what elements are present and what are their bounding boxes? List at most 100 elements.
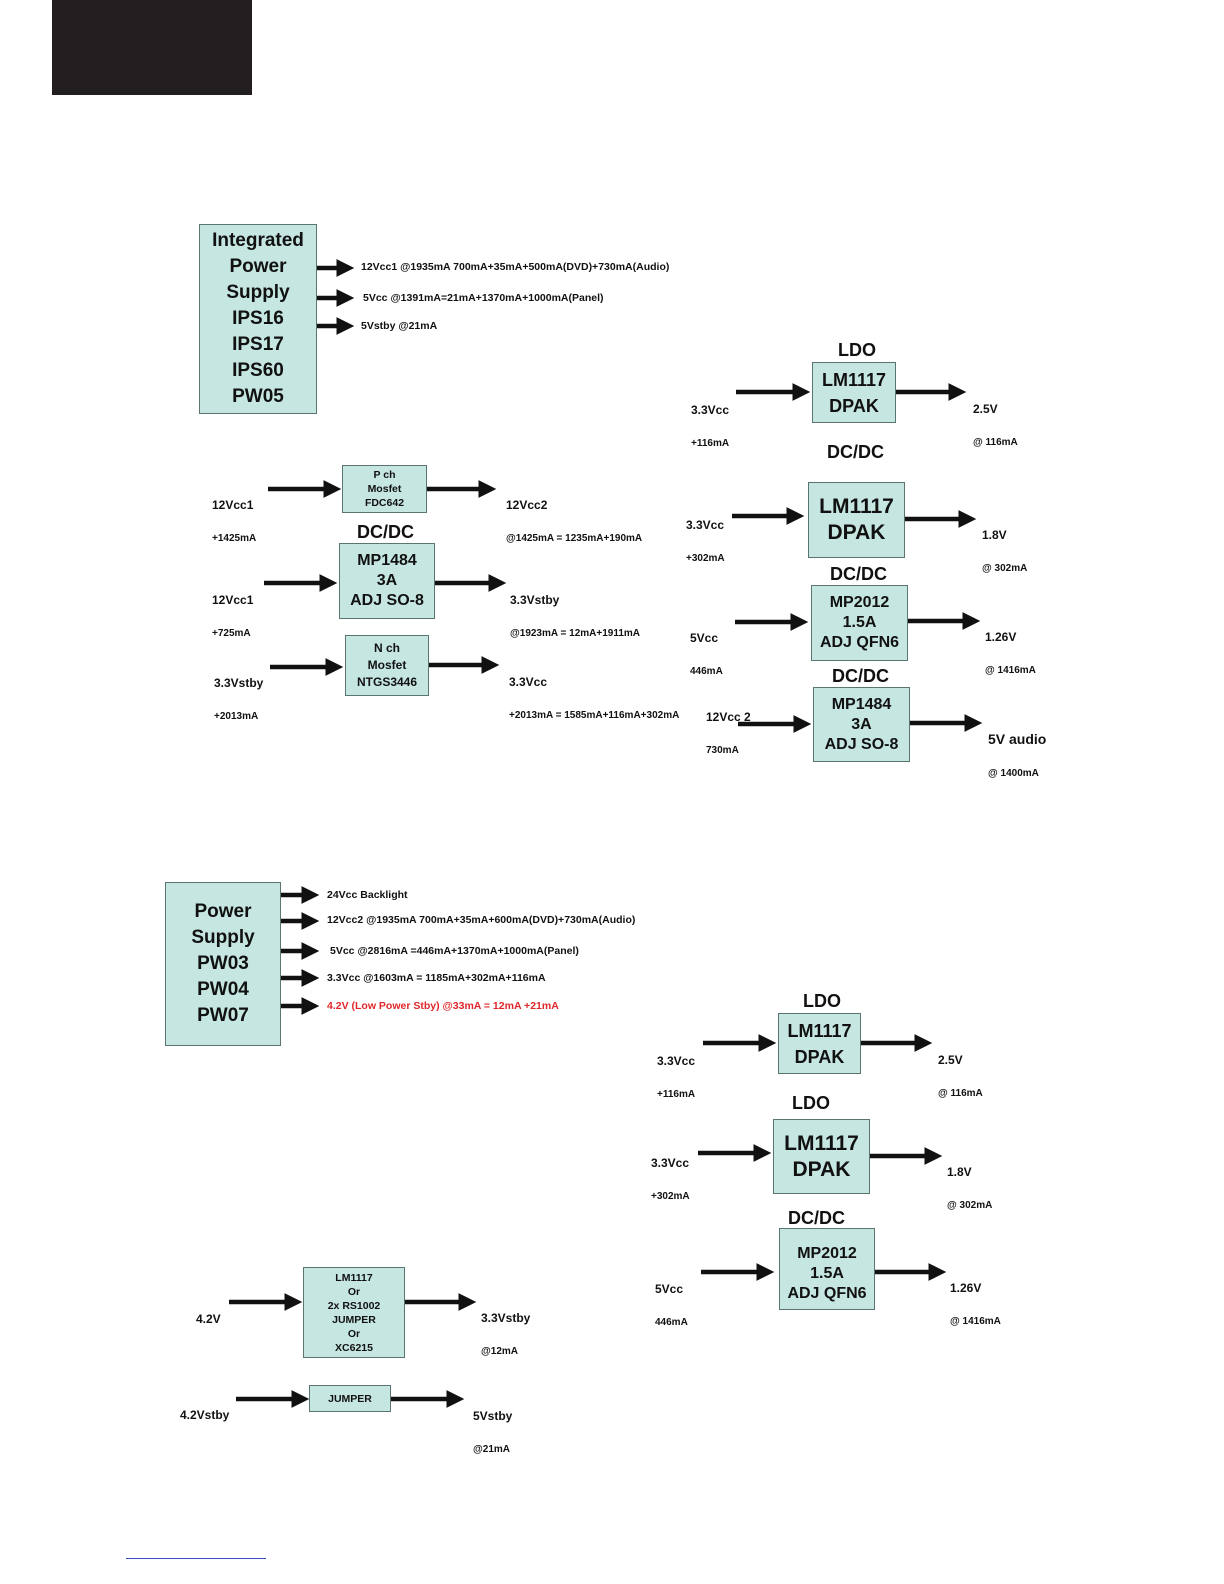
pch-input-current: +1425mA — [212, 533, 257, 544]
ldo-b-input-name: 3.3Vcc — [651, 1156, 690, 1170]
ips-output-3: 5Vstby @21mA — [361, 320, 438, 332]
corner-block — [52, 0, 252, 95]
ps-output-3: 5Vcc @2816mA =446mA+1370mA+1000mA(Panel) — [330, 945, 579, 957]
nch-input-current: +2013mA — [214, 711, 259, 722]
ldo-input-name: 3.3Vcc — [691, 403, 730, 417]
dcdc-input-name: 5Vcc — [655, 1282, 684, 1296]
reg-box: LM1117 Or 2x RS1002 JUMPER Or XC6215 — [303, 1267, 405, 1358]
ps-output-4: 3.3Vcc @1603mA = 1185mA+302mA+116mA — [327, 972, 546, 984]
dcdc-d-input-label: 12Vcc 2 730mA — [706, 693, 751, 759]
ldo-input-label: 3.3Vcc +116mA — [691, 386, 729, 452]
dcdc-d-box: MP1484 3A ADJ SO-8 — [813, 687, 910, 762]
dcdc-a-caption: DC/DC — [357, 522, 414, 542]
pch-input-label: 12Vcc1 +1425mA — [212, 481, 256, 547]
dcdc-d-caption: DC/DC — [832, 666, 889, 686]
ldo-b-output-current: @ 302mA — [947, 1200, 993, 1211]
ldo-b-input-label: 3.3Vcc +302mA — [651, 1139, 690, 1205]
dcdc-output-current: @ 1416mA — [950, 1316, 1001, 1327]
dcdc-a-box: MP1484 3A ADJ SO-8 — [339, 543, 435, 619]
nch-input-label: 3.3Vstby +2013mA — [214, 659, 263, 725]
reg-output-current: @12mA — [481, 1346, 518, 1357]
dcdc-d-output-current: @ 1400mA — [988, 768, 1039, 779]
ps-output-5: 4.2V (Low Power Stby) @33mA = 12mA +21mA — [327, 1000, 559, 1012]
ldo-b-input-current: +302mA — [651, 1191, 690, 1202]
ldo-a-output-label: 2.5V @ 116mA — [938, 1036, 983, 1102]
dcdc-c-output-name: 1.26V — [985, 630, 1017, 644]
dcdc-a-input-label: 12Vcc1 +725mA — [212, 576, 253, 642]
reg-input-label: 4.2V — [196, 1295, 221, 1327]
dcdc-d-output-name: 5V audio — [988, 731, 1047, 747]
dcdc-d-input-current: 730mA — [706, 745, 739, 756]
jumper-input-name: 4.2Vstby — [180, 1408, 230, 1422]
pch-mosfet-box: P ch Mosfet FDC642 — [342, 465, 427, 513]
dcdc-c-box: MP2012 1.5A ADJ QFN6 — [811, 585, 908, 661]
ldo-a-box: LM1117 DPAK — [778, 1013, 861, 1074]
dcdc-a-input-current: +725mA — [212, 628, 251, 639]
ldo-caption: LDO — [838, 340, 876, 360]
ldo-b-caption: LDO — [792, 1093, 830, 1113]
pch-output-name: 12Vcc2 — [506, 498, 548, 512]
nch-output-current: +2013mA = 1585mA+116mA+302mA — [509, 710, 680, 721]
dcdc-input-current: 446mA — [655, 1317, 688, 1328]
jumper-output-current: @21mA — [473, 1444, 510, 1455]
reg-output-label: 3.3Vstby @12mA — [481, 1294, 530, 1360]
dcdc-output-label: 1.26V @ 1416mA — [950, 1264, 1001, 1330]
footer-rule — [126, 1558, 266, 1559]
dcdc-box: MP2012 1.5A ADJ QFN6 — [779, 1228, 875, 1310]
ldo-b-box: LM1117 DPAK — [773, 1119, 870, 1194]
ps-output-2: 12Vcc2 @1935mA 700mA+35mA+600mA(DVD)+730… — [327, 914, 636, 926]
jumper-input-label: 4.2Vstby — [180, 1391, 229, 1423]
ps-box: Power Supply PW03 PW04 PW07 — [165, 882, 281, 1046]
pch-input-name: 12Vcc1 — [212, 498, 254, 512]
ldo-a-output-name: 2.5V — [938, 1053, 963, 1067]
dcdc-a-output-label: 3.3Vstby @1923mA = 12mA+1911mA — [510, 576, 640, 642]
jumper-output-name: 5Vstby — [473, 1409, 513, 1423]
dcdc-b-caption: DC/DC — [827, 442, 884, 462]
nch-output-name: 3.3Vcc — [509, 675, 548, 689]
dcdc-d-output-label: 5V audio @ 1400mA — [988, 715, 1046, 782]
jumper-output-label: 5Vstby @21mA — [473, 1392, 512, 1458]
dcdc-a-output-current: @1923mA = 12mA+1911mA — [510, 628, 641, 639]
ldo-output-name: 2.5V — [973, 402, 998, 416]
dcdc-a-input-name: 12Vcc1 — [212, 593, 254, 607]
pch-output-label: 12Vcc2 @1425mA = 1235mA+190mA — [506, 481, 642, 547]
ips-output-1: 12Vcc1 @1935mA 700mA+35mA+500mA(DVD)+730… — [361, 261, 670, 273]
ps-output-1: 24Vcc Backlight — [327, 889, 408, 901]
dcdc-input-label: 5Vcc 446mA — [655, 1265, 688, 1331]
dcdc-b-output-current: @ 302mA — [982, 563, 1028, 574]
ldo-a-caption: LDO — [803, 991, 841, 1011]
dcdc-b-box: LM1117 DPAK — [808, 482, 905, 558]
nch-output-label: 3.3Vcc +2013mA = 1585mA+116mA+302mA — [509, 658, 679, 724]
dcdc-b-output-label: 1.8V @ 302mA — [982, 511, 1027, 577]
ldo-output-current: @ 116mA — [973, 437, 1018, 448]
ldo-a-input-label: 3.3Vcc +116mA — [657, 1037, 695, 1103]
dcdc-c-input-name: 5Vcc — [690, 631, 719, 645]
dcdc-a-output-name: 3.3Vstby — [510, 593, 560, 607]
dcdc-b-output-name: 1.8V — [982, 528, 1007, 542]
dcdc-c-output-label: 1.26V @ 1416mA — [985, 613, 1036, 679]
dcdc-b-input-current: +302mA — [686, 553, 725, 564]
pch-output-current: @1425mA = 1235mA+190mA — [506, 533, 643, 544]
dcdc-c-input-label: 5Vcc 446mA — [690, 614, 723, 680]
dcdc-caption: DC/DC — [788, 1208, 845, 1228]
dcdc-c-output-current: @ 1416mA — [985, 665, 1036, 676]
ldo-a-output-current: @ 116mA — [938, 1088, 983, 1099]
nch-input-name: 3.3Vstby — [214, 676, 264, 690]
dcdc-b-input-label: 3.3Vcc +302mA — [686, 501, 725, 567]
ldo-input-current: +116mA — [691, 438, 730, 449]
ldo-b-output-label: 1.8V @ 302mA — [947, 1148, 992, 1214]
dcdc-d-input-name: 12Vcc 2 — [706, 710, 751, 724]
ips-box: Integrated Power Supply IPS16 IPS17 IPS6… — [199, 224, 317, 414]
ldo-box: LM1117 DPAK — [812, 362, 896, 423]
ldo-output-label: 2.5V @ 116mA — [973, 385, 1018, 451]
nch-mosfet-box: N ch Mosfet NTGS3446 — [345, 635, 429, 696]
dcdc-b-input-name: 3.3Vcc — [686, 518, 725, 532]
dcdc-c-caption: DC/DC — [830, 564, 887, 584]
reg-input-name: 4.2V — [196, 1312, 221, 1326]
reg-output-name: 3.3Vstby — [481, 1311, 531, 1325]
ips-output-2: 5Vcc @1391mA=21mA+1370mA+1000mA(Panel) — [363, 292, 604, 304]
ldo-a-input-name: 3.3Vcc — [657, 1054, 696, 1068]
jumper-box: JUMPER — [309, 1385, 391, 1412]
dcdc-output-name: 1.26V — [950, 1281, 982, 1295]
